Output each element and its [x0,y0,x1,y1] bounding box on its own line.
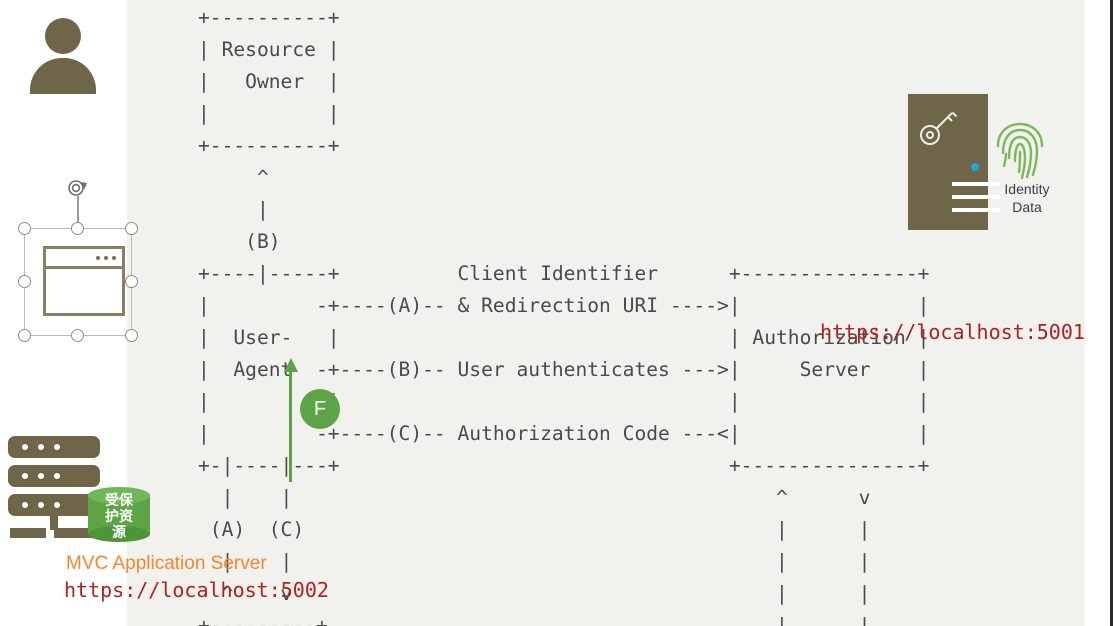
browser-titlebar [46,249,122,269]
database-top-ellipse [88,487,150,504]
canvas-right-border [1110,0,1113,626]
flow-step-f-badge: F [300,389,340,429]
identity-label-line-1: Identity [1004,181,1050,197]
mvc-application-server-url: https://localhost:5002 [64,578,329,602]
rotate-handle-stem [77,196,79,228]
protected-resource-line-1: 受保 [105,493,133,509]
key-icon [918,106,960,148]
database-cylinder-icon: 受保 护资 源 [88,487,150,543]
status-indicator-dot [971,163,979,171]
resize-handle-middle-right[interactable] [125,275,138,288]
person-icon [30,18,96,94]
resize-handle-top-right[interactable] [125,222,138,235]
mvc-application-server-label: MVC Application Server [66,553,267,574]
server-unit-3 [8,494,100,516]
server-stack-icon [8,436,128,544]
person-body-icon [30,58,96,94]
browser-menu-dots-icon [96,256,116,260]
identity-label-line-2: Data [1012,199,1042,215]
person-head-icon [45,18,81,54]
rotate-icon[interactable] [66,175,90,199]
database-bottom-ellipse [88,526,150,542]
resize-handle-top-left[interactable] [18,222,31,235]
resize-handle-bottom-left[interactable] [18,329,31,342]
resize-handle-bottom-center[interactable] [71,329,84,342]
resize-handle-top-center[interactable] [71,222,84,235]
protected-resource-line-3: 源 [112,525,126,541]
browser-window-icon [43,246,125,316]
authorization-server-url: https://localhost:5001 [820,320,1085,344]
server-unit-2 [8,465,100,487]
resize-handle-middle-left[interactable] [18,275,31,288]
flow-f-arrowhead [284,358,298,372]
server-base-right [54,528,100,538]
server-stand-stem [50,516,58,530]
protected-resource-line-2: 护资 [105,509,133,525]
server-rack-lines-icon [952,182,1000,216]
flow-f-arrow [283,358,299,482]
browser-window-shape-group[interactable] [8,170,148,352]
protected-resource-label: 受保 护资 源 [88,493,150,541]
resize-handle-bottom-right[interactable] [125,329,138,342]
oauth-flow-ascii-diagram: +----------+ | Resource | | Owner | | | … [197,6,930,626]
key-server-icon [908,94,988,230]
fingerprint-icon [992,120,1048,182]
server-base-left [10,528,46,538]
server-unit-1 [8,436,100,458]
identity-data-label: Identity Data [992,180,1062,216]
flow-f-arrow-shaft [289,368,292,482]
